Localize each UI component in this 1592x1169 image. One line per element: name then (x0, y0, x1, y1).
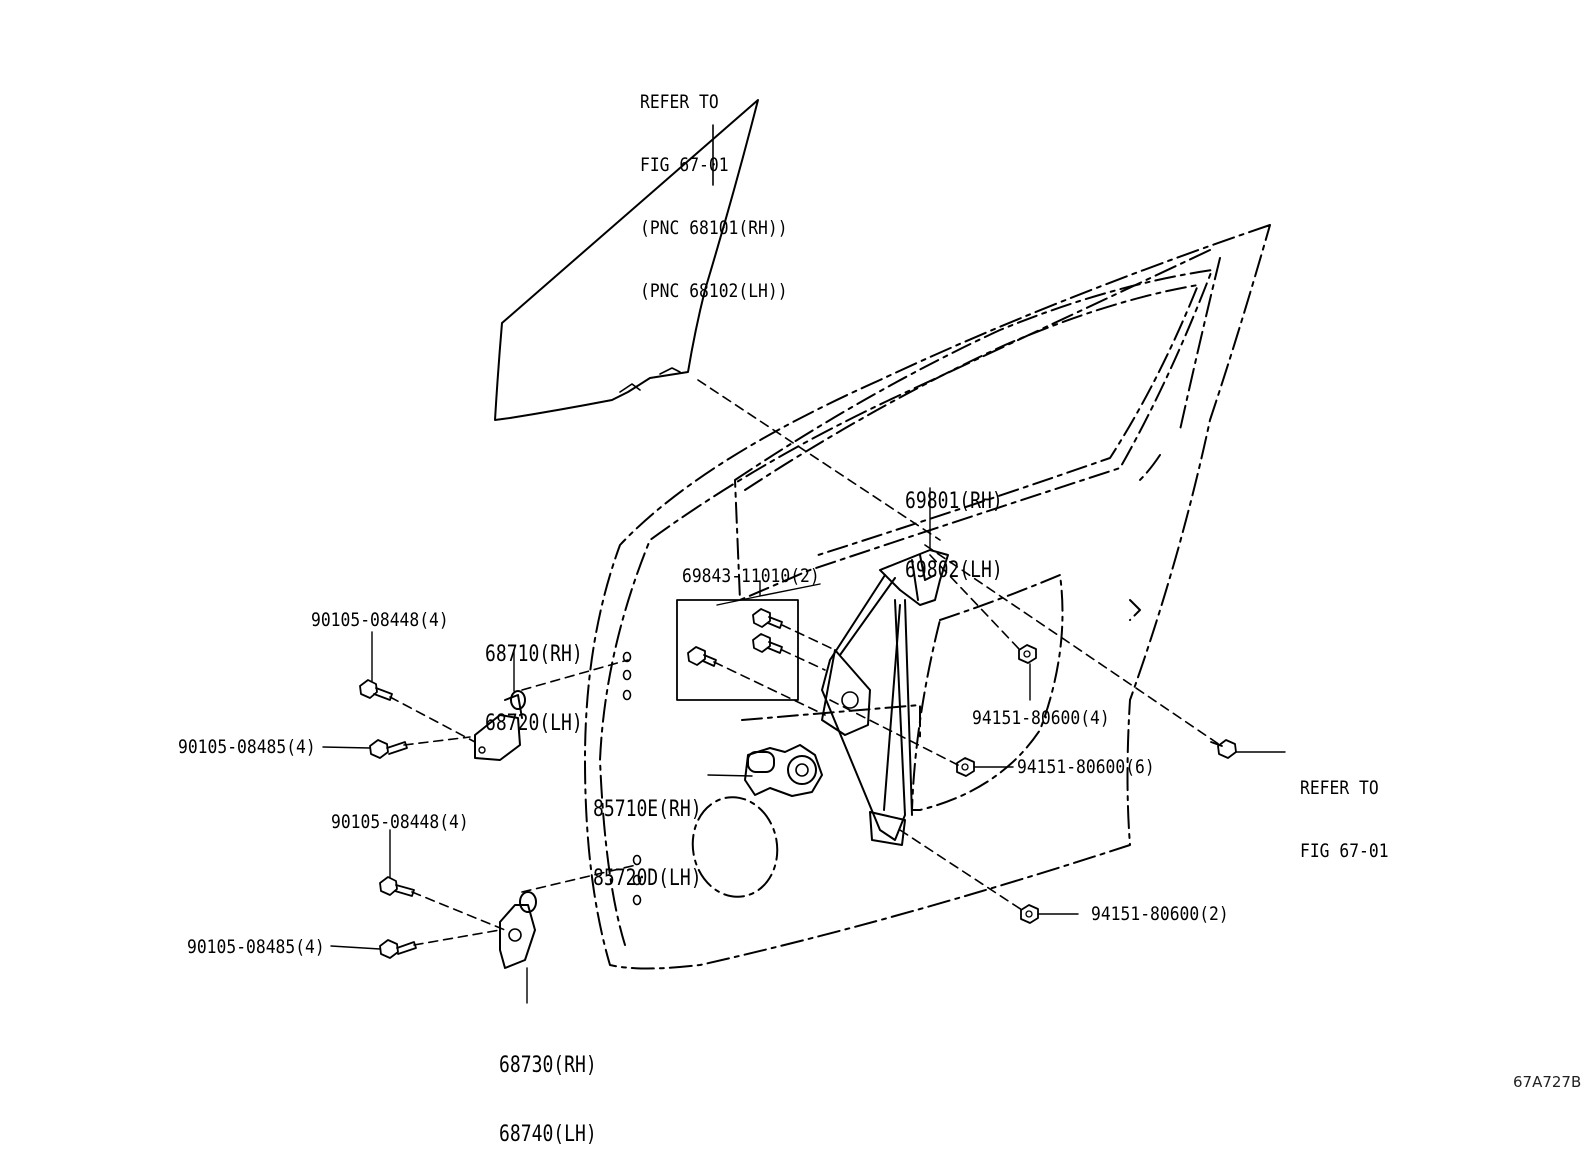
nut-6-icon (956, 757, 975, 777)
regulator-bolt-box (676, 599, 799, 701)
nut-2-label: 94151-80600(2) (1091, 903, 1229, 925)
upper-bolt-b-label: 90105-08485(4) (178, 736, 316, 758)
door-inner-cutout (691, 574, 1064, 898)
lower-bolt-b-label: 90105-08485(4) (187, 936, 325, 958)
upper-bolt-a-icon (359, 679, 393, 701)
lower-bolt-a-label: 90105-08448(4) (331, 811, 469, 833)
nut-2-icon (1020, 904, 1039, 924)
door-shell-outline (584, 224, 1271, 970)
lower-hinge-label: 68730(RH) 68740(LH) (499, 1008, 597, 1169)
diagram-drawing (322, 99, 1286, 1004)
regulator-bolt-label: 69843-11010(2) (682, 565, 820, 587)
inner-window-frame (734, 269, 1213, 601)
upper-hinge (474, 690, 526, 761)
lower-hinge-lh: 68740(LH) (499, 1122, 597, 1147)
assembly-lines (389, 379, 1221, 946)
nut-4-icon (1018, 644, 1037, 664)
window-glass-outline (494, 99, 759, 421)
regulator-motor (744, 744, 823, 797)
diagram-id: 67A727B (1513, 1073, 1582, 1091)
lower-bolt-a-icon (379, 876, 415, 897)
upper-bolt-b-icon (369, 739, 408, 759)
glass-ref-line-3: (PNC 68101(RH)) (640, 217, 788, 239)
nut-6-label: 94151-80600(6) (1017, 756, 1155, 778)
lower-bolt-b-icon (379, 939, 417, 959)
regulator-lh: 69802(LH) (905, 558, 1003, 583)
lower-hinge (499, 891, 537, 969)
lower-hinge-rh: 68730(RH) (499, 1053, 597, 1078)
door-ref-line-2: FIG 67-01 (1300, 840, 1389, 862)
leader-lines (322, 487, 1286, 1004)
glass-ref-line-2: FIG 67-01 (640, 154, 729, 176)
window-regulator (821, 549, 949, 846)
door-reference-label: REFER TO FIG 67-01 (1300, 736, 1389, 883)
upper-hinge-label: 68710(RH) 68720(LH) (485, 597, 583, 758)
door-ref-bolt-icon (1210, 739, 1237, 759)
door-ref-line-1: REFER TO (1300, 777, 1379, 799)
motor-rh: 85710E(RH) (593, 797, 702, 822)
upper-hinge-lh: 68720(LH) (485, 711, 583, 736)
hinge-mount-holes (622, 651, 642, 906)
motor-lh: 85720D(LH) (593, 866, 702, 891)
nut-4-label: 94151-80600(4) (972, 707, 1110, 729)
glass-reference-label: REFER TO FIG 67-01 (PNC 68101(RH)) (PNC … (640, 50, 788, 323)
parts-diagram: REFER TO FIG 67-01 (PNC 68101(RH)) (PNC … (178, 50, 1582, 1147)
regulator-rh: 69801(RH) (905, 489, 1003, 514)
glass-ref-line-4: (PNC 68102(LH)) (640, 280, 788, 302)
regulator-part-label: 69801(RH) 69802(LH) (905, 444, 1003, 605)
glass-ref-line-1: REFER TO (640, 91, 719, 113)
regulator-bolt-icons (687, 608, 783, 667)
motor-part-label: 85710E(RH) 85720D(LH) (593, 752, 702, 913)
upper-bolt-a-label: 90105-08448(4) (311, 609, 449, 631)
upper-hinge-rh: 68710(RH) (485, 642, 583, 667)
